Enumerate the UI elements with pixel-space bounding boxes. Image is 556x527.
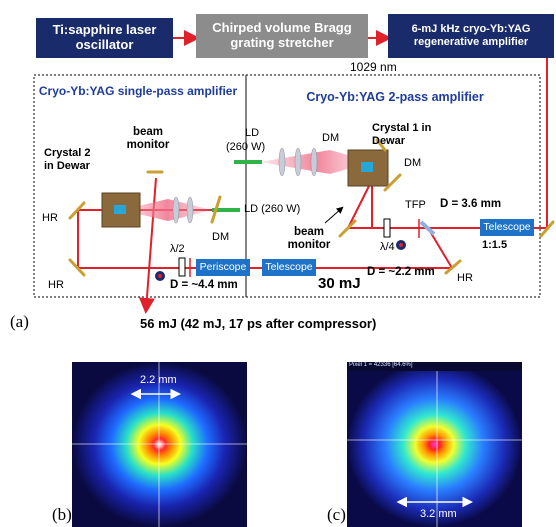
half-wave-label: λ/2 (170, 243, 185, 255)
beam-output-down (138, 177, 157, 314)
beam-profile-b (72, 362, 247, 527)
telescope-mid-box: Telescope (262, 259, 316, 276)
hr-lower-label: HR (48, 279, 64, 291)
quarter-wave-plate (383, 218, 391, 238)
polarization-dot-left (155, 271, 165, 281)
stretcher-box: Chirped volume Bragg grating stretcher (196, 14, 368, 58)
ld-upper-label: LD (244, 127, 260, 139)
regen-box: 6-mJ kHz cryo-Yb:YAG regenerative amplif… (388, 14, 554, 58)
crystal1-label: Crystal 1 in Dewar (372, 122, 432, 147)
quarter-wave-label: λ/4 (380, 241, 395, 253)
lens-group-upper (278, 147, 318, 177)
oscillator-box: Ti:sapphire laser oscillator (36, 18, 173, 58)
dm-top-label: DM (322, 132, 340, 144)
energy-30mj-label: 30 mJ (318, 275, 361, 292)
ld-lower-label: LD (260 W) (244, 203, 301, 215)
crystal2-crystal (114, 205, 126, 214)
panel-label-b: (b) (52, 505, 72, 524)
half-wave-plate (178, 257, 186, 277)
single-pass-frame (33, 74, 247, 298)
wavelength-label: 1029 nm (350, 60, 397, 74)
polarization-dot-right (396, 240, 406, 250)
telescope-right-box: Telescope (480, 219, 534, 236)
periscope-box: Periscope (196, 259, 250, 276)
lens-group-lower (172, 196, 194, 224)
telescope-ratio-label: 1:1.5 (482, 239, 508, 251)
beam-d-left-label: D = ~4.4 mm (170, 279, 238, 291)
beam-profile-c-header-bar (347, 362, 522, 371)
profile-c-scale-label: 3.2 mm (420, 508, 457, 520)
ld-upper-power-label: (260 W) (226, 141, 266, 153)
polarization-arrows (189, 219, 420, 277)
tfp-label: TFP (405, 199, 426, 211)
beam-monitor-right-label: beam monitor (287, 226, 331, 251)
crystal1-crystal (361, 162, 373, 172)
panel-label-c: (c) (327, 505, 346, 524)
beam-monitor-left-label: beam monitor (126, 126, 170, 151)
mirrors (68, 138, 555, 277)
dm-left-label: DM (212, 231, 230, 243)
two-pass-frame (245, 74, 541, 298)
single-pass-title: Cryo-Yb:YAG single-pass amplifier (38, 84, 238, 98)
hr-upper-label: HR (42, 212, 58, 224)
beam-d1-label: D = 3.6 mm (440, 198, 502, 210)
dm-right-label: DM (404, 157, 422, 169)
panel-label-a: (a) (10, 312, 29, 331)
output-energy-label: 56 mJ (42 mJ, 17 ps after compressor) (140, 316, 377, 331)
beam-monitor-arrow-right (324, 206, 344, 224)
beam-d2-label: D = ~2.2 mm (367, 266, 435, 278)
tfp-plate (419, 220, 436, 236)
profile-c-header: Pixel 1 = 42336 [64.6%] (349, 362, 413, 368)
two-pass-title: Cryo-Yb:YAG 2-pass amplifier (306, 90, 484, 104)
hr-right-label: HR (457, 272, 473, 284)
profile-b-scale-label: 2.2 mm (140, 374, 177, 386)
crystal2-label: Crystal 2 in Dewar (44, 147, 91, 172)
